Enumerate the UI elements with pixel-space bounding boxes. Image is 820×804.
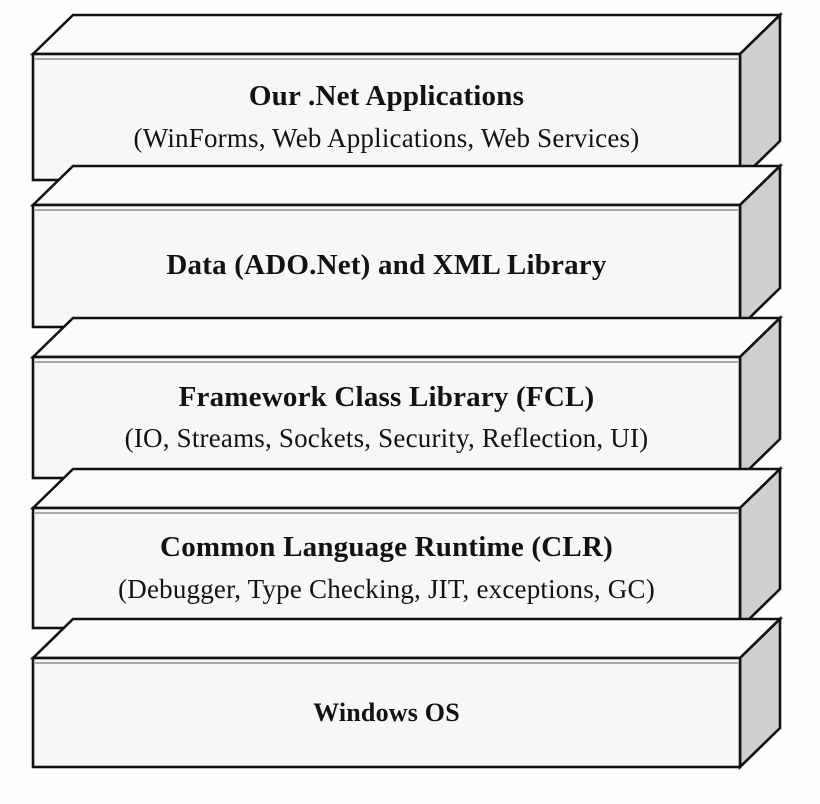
layer-applications: Our .Net Applications (WinForms, Web Appl… [33, 54, 740, 180]
slab-side-face [738, 615, 782, 771]
layer-subtitle: (WinForms, Web Applications, Web Service… [133, 122, 640, 153]
slab-side-face [738, 465, 782, 632]
layer-fcl: Framework Class Library (FCL) (IO, Stream… [33, 357, 740, 478]
slab-top-face [29, 13, 784, 56]
layer-data-xml: Data (ADO.Net) and XML Library [33, 205, 740, 327]
layer-title: Data (ADO.Net) and XML Library [166, 249, 607, 282]
layer-clr: Common Language Runtime (CLR) (Debugger, … [33, 508, 740, 628]
layer-title: Our .Net Applications [248, 80, 525, 113]
layer-title: Common Language Runtime (CLR) [160, 531, 613, 564]
layer-title: Framework Class Library (FCL) [178, 380, 595, 413]
slab-side-face [738, 314, 782, 482]
slab-side-face [738, 11, 782, 184]
layer-subtitle: (Debugger, Type Checking, JIT, exception… [118, 573, 655, 604]
layer-title: Windows OS [313, 697, 460, 727]
layer-windows-os: Windows OS [33, 658, 740, 767]
layer-subtitle: (IO, Streams, Sockets, Security, Reflect… [124, 423, 649, 454]
slab-side-face [738, 162, 782, 331]
